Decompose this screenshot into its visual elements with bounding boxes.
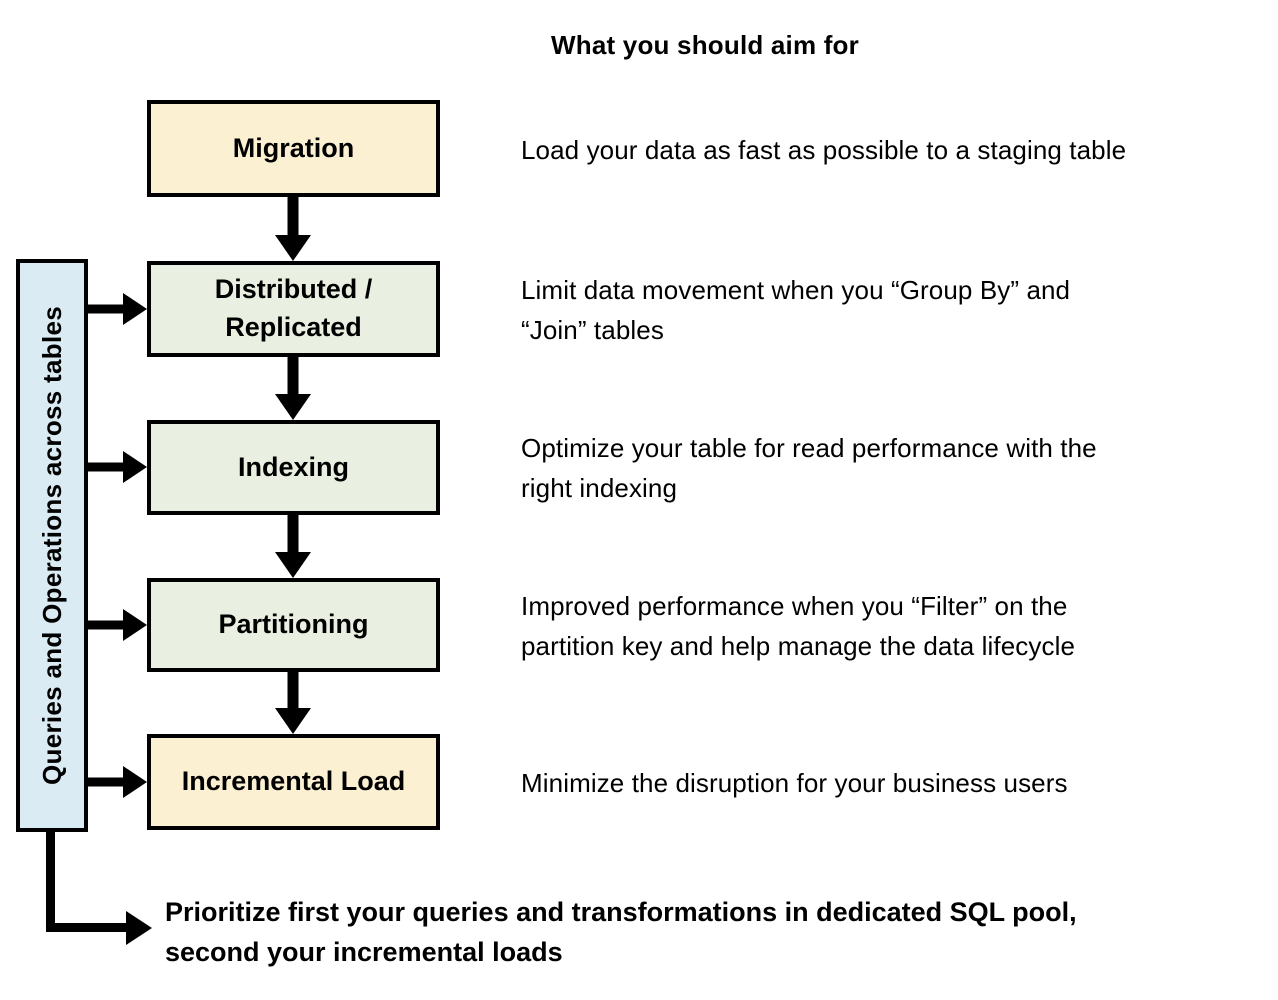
- flow-box-distributed-replicated-label: Distributed / Replicated: [214, 274, 373, 342]
- flow-box-partitioning-label: Partitioning: [218, 609, 369, 640]
- description-migration: Load your data as fast as possible to a …: [521, 135, 1127, 165]
- arrow-right-icon: [123, 451, 147, 483]
- arrow-stem: [88, 462, 124, 472]
- arrow-stem: [88, 620, 124, 630]
- arrow-down-icon: [275, 708, 311, 734]
- arrow-stem: [287, 357, 299, 396]
- arrow-bar-to-note-vertical-stem: [46, 832, 55, 932]
- arrow-bar-to-partitioning: [88, 609, 147, 641]
- flow-box-indexing: Indexing: [147, 420, 440, 515]
- flow-box-migration-label: Migration: [232, 132, 355, 163]
- arrow-bar-to-note-horizontal-stem: [46, 923, 126, 932]
- arrow-right-icon: [126, 911, 152, 945]
- arrow-stem: [287, 672, 299, 710]
- arrow-bar-to-incremental: [88, 766, 147, 798]
- arrow-down-icon: [275, 394, 311, 420]
- arrow-down-icon: [275, 552, 311, 578]
- arrow-right-icon: [123, 766, 147, 798]
- arrow-migration-to-distributed: [275, 197, 311, 261]
- arrow-indexing-to-partitioning: [275, 515, 311, 578]
- arrow-right-icon: [123, 609, 147, 641]
- arrow-right-icon: [123, 293, 147, 325]
- description-partitioning: Improved performance when you “Filter” o…: [521, 591, 1076, 661]
- flow-box-incremental-load-label: Incremental Load: [181, 766, 406, 797]
- arrow-distributed-to-indexing: [275, 357, 311, 420]
- arrow-bar-to-distributed: [88, 293, 147, 325]
- queries-operations-bar-label: Queries and Operations across tables: [36, 306, 67, 785]
- arrow-stem: [88, 304, 124, 314]
- arrow-stem: [287, 515, 299, 554]
- description-indexing: Optimize your table for read performance…: [521, 433, 1097, 503]
- flow-box-distributed-replicated: Distributed / Replicated: [147, 261, 440, 357]
- column-title: What you should aim for: [551, 30, 859, 60]
- arrow-bar-to-indexing: [88, 451, 147, 483]
- arrow-stem: [88, 777, 124, 787]
- arrow-partitioning-to-incremental: [275, 672, 311, 734]
- flow-box-partitioning: Partitioning: [147, 578, 440, 672]
- flow-box-indexing-label: Indexing: [237, 451, 349, 482]
- description-incremental-load: Minimize the disruption for your busines…: [521, 768, 1068, 798]
- priority-note: Prioritize first your queries and transf…: [165, 897, 1077, 967]
- queries-operations-bar: Queries and Operations across tables: [16, 259, 88, 832]
- arrow-down-icon: [275, 235, 311, 261]
- flow-box-migration: Migration: [147, 100, 440, 197]
- arrow-stem: [287, 197, 299, 237]
- flow-box-incremental-load: Incremental Load: [147, 734, 440, 830]
- description-distributed-replicated: Limit data movement when you “Group By” …: [521, 275, 1071, 345]
